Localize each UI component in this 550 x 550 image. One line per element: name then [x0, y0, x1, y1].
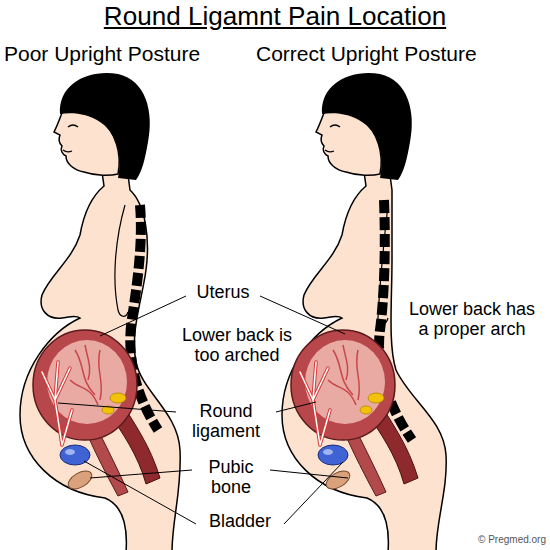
leader-lines [58, 296, 348, 524]
arm [115, 205, 128, 316]
body-outline [282, 158, 446, 550]
diagram-title: Round Ligamnt Pain Location [0, 2, 550, 31]
part-label: Bladder [200, 512, 280, 532]
head [54, 73, 150, 180]
body-outline [20, 158, 180, 550]
pelvic-anatomy [291, 330, 418, 496]
copyright-note: © Pregmed.org [440, 534, 546, 545]
leader-line [276, 402, 316, 412]
posture-heading: Correct Upright Posture [256, 42, 546, 65]
leader-line [58, 403, 176, 412]
head [316, 73, 412, 180]
leader-line [270, 470, 348, 478]
part-label: Uterus [190, 283, 256, 303]
posture-note: Lower back is too arched [172, 326, 302, 366]
part-label: Pubic bone [196, 458, 266, 498]
pelvic-anatomy [33, 330, 160, 496]
posture-note: Lower back has a proper arch [402, 300, 542, 340]
leader-line [284, 462, 343, 524]
leader-line [90, 470, 192, 478]
leader-line [84, 461, 196, 524]
posture-heading: Poor Upright Posture [4, 42, 248, 65]
part-label: Round ligament [180, 402, 272, 442]
leader-line [100, 296, 186, 336]
